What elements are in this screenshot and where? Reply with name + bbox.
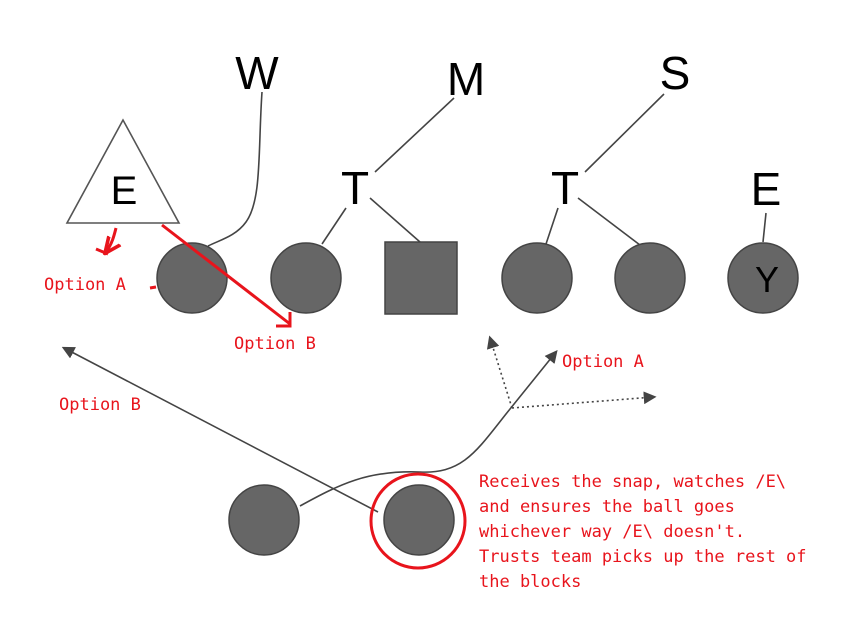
left-tackle-to-center-line: [369, 197, 421, 243]
qb-note-line-4: Trusts team picks up the rest of: [479, 547, 807, 567]
right-tackle-player: [614, 242, 686, 314]
qb-note-line-5: the blocks: [479, 572, 581, 592]
end-option-b-label: Option B: [234, 334, 316, 354]
center-player: [384, 241, 458, 315]
right-tackle-to-guard-line: [545, 207, 559, 245]
end-option-b-arrow: [161, 223, 291, 326]
back-option-b-route: [61, 346, 379, 513]
end-option-a-arrowhead-base: [95, 247, 109, 256]
left-tackle-to-guard-line: [321, 207, 347, 245]
read-option-dotted-line-right: [511, 391, 657, 409]
right-end-letter: E: [751, 163, 782, 215]
left-tackle-letter: T: [341, 162, 369, 214]
weak-lb-assignment-line: [207, 91, 263, 247]
defensive-end-triangle: [65, 118, 181, 224]
weak-linebacker-letter: W: [235, 47, 279, 99]
left-tackle-player: [156, 242, 228, 314]
qb-note-line-1: Receives the snap, watches /E\: [479, 472, 786, 492]
qb-note-line-2: and ensures the ball goes: [479, 497, 735, 517]
left-end-letter: E: [111, 169, 138, 213]
end-option-a-arrow: [106, 227, 116, 252]
tight-end-letter: Y: [755, 259, 779, 300]
mike-lb-assignment-line: [374, 97, 455, 173]
tight-end-player: [727, 242, 799, 314]
mike-linebacker-letter: M: [447, 53, 485, 105]
right-guard-player: [501, 242, 573, 314]
strong-lb-assignment-line: [584, 93, 665, 173]
back-option-b-label: Option B: [59, 395, 141, 415]
back-option-a-route: [299, 350, 558, 507]
back-option-a-label: Option A: [562, 352, 644, 372]
quarterback-highlight-circle: [369, 472, 467, 570]
end-option-b-arrowhead: [276, 312, 292, 328]
running-back-player: [228, 484, 300, 556]
right-tackle-to-tackle-line: [577, 197, 641, 246]
right-tackle-letter: T: [551, 162, 579, 214]
read-option-dotted-line-up: [486, 335, 513, 409]
strong-linebacker-letter: S: [660, 47, 691, 99]
end-to-tight-end-line: [762, 212, 767, 243]
left-guard-player: [270, 242, 342, 314]
quarterback-player: [383, 484, 455, 556]
end-option-a-label: Option A: [44, 275, 126, 295]
end-option-a-tick: [149, 285, 157, 290]
qb-note-line-3: whichever way /E\ doesn't.: [479, 522, 745, 542]
